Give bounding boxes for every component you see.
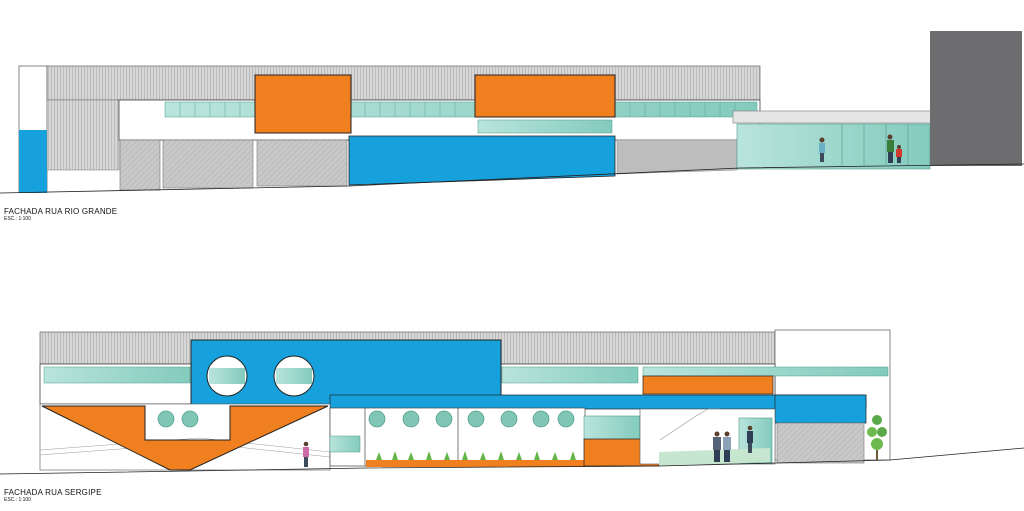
gate-1: [119, 139, 161, 191]
elevation-caption-2: FACHADA RUA SERGIPE ESC.: 1:100: [4, 488, 102, 503]
small-glass-panel: [329, 435, 361, 453]
orange-v-shape: [41, 405, 329, 471]
entrance-glazing: [736, 123, 931, 170]
tree-icon: [867, 415, 887, 460]
orange-box-left: [254, 74, 352, 134]
glazing-strip-upper: [164, 101, 758, 118]
dark-block-right: [930, 31, 1022, 166]
elevation-caption-1: FACHADA RUA RIO GRANDE ESC.: 1:100: [4, 207, 117, 222]
people-figures-2: [303, 425, 753, 467]
round-window-2: [181, 410, 199, 428]
gate-3: [256, 139, 348, 187]
glazing-mullions: [179, 102, 736, 117]
elevation-title: FACHADA RUA RIO GRANDE: [4, 207, 118, 216]
elevation-scale: ESC.: 1:100: [4, 216, 31, 222]
glazing-strip-far: [642, 366, 889, 377]
blue-panel-left: [19, 130, 47, 193]
glazing-under-box: [477, 119, 613, 134]
round-window-1: [157, 410, 175, 428]
elevation-sergipe: [0, 329, 1024, 475]
garage-door: [776, 422, 865, 464]
ground-line-2: [0, 447, 1024, 475]
glazing-strip-left: [43, 366, 191, 384]
people-figures-1: [819, 134, 902, 163]
glass-box-entrance: [583, 415, 641, 441]
blue-base-block: [348, 135, 616, 186]
round-window-4: [402, 410, 420, 428]
ribbed-wall-left: [46, 99, 120, 171]
shrubs: [376, 451, 576, 460]
gate-2: [162, 139, 254, 189]
ground-line-1: [0, 163, 1024, 194]
grey-base-block: [616, 139, 738, 175]
round-window-7: [500, 410, 518, 428]
planter-orange: [366, 460, 584, 467]
elevation-title: FACHADA RUA SERGIPE: [4, 488, 102, 497]
orange-box-right: [474, 74, 616, 118]
elevation-scale: ESC.: 1:100: [4, 497, 31, 503]
round-window-6: [467, 410, 485, 428]
round-window-5: [435, 410, 453, 428]
glazing-strip-right: [501, 366, 639, 384]
round-window-3: [368, 410, 386, 428]
round-window-8: [532, 410, 550, 428]
stair-profile: [659, 408, 720, 441]
orange-band-right: [642, 375, 774, 395]
elevation-rio-grande: [0, 31, 1024, 194]
metal-roof-band: [46, 65, 761, 101]
blue-right-block: [774, 394, 867, 424]
entrance-mullions: [841, 124, 909, 166]
round-window-9: [557, 410, 575, 428]
